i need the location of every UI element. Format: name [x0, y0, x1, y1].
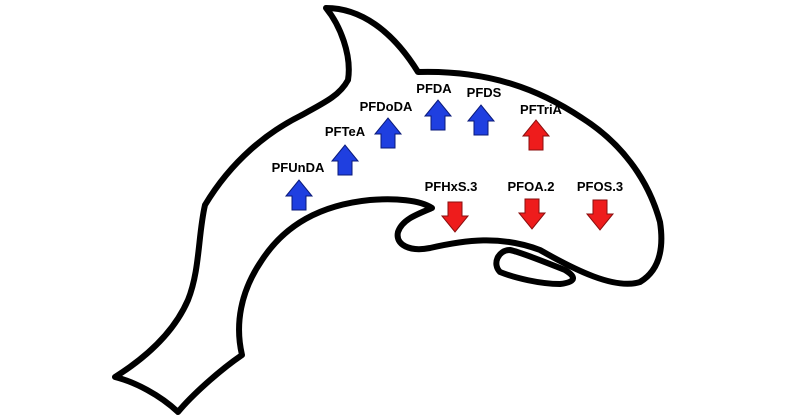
arrow-down-icon-pfos3	[585, 199, 615, 231]
label-pftria: PFTriA	[520, 102, 563, 117]
pectoral-fin	[493, 247, 576, 287]
arrow-down-icon-pfhxs3	[440, 201, 470, 233]
arrow-down-icon-pfoa2	[517, 198, 547, 230]
label-pfunda: PFUnDA	[272, 160, 325, 175]
dolphin-outline	[112, 5, 665, 415]
label-pfoa2: PFOA.2	[508, 179, 555, 194]
arrow-up-icon-pfdoda	[373, 117, 403, 149]
label-pfda: PFDA	[416, 81, 452, 96]
arrow-up-icon-pfunda	[284, 179, 314, 211]
arrow-up-icon-pftria	[521, 119, 551, 151]
label-pfhxs3: PFHxS.3	[425, 179, 478, 194]
label-pfds: PFDS	[467, 85, 502, 100]
label-pftea: PFTeA	[325, 124, 366, 139]
label-pfos3: PFOS.3	[577, 179, 623, 194]
arrow-up-icon-pftea	[330, 144, 360, 176]
label-pfdoda: PFDoDA	[360, 99, 413, 114]
arrow-up-icon-pfds	[466, 104, 496, 136]
arrow-up-icon-pfda	[423, 99, 453, 131]
